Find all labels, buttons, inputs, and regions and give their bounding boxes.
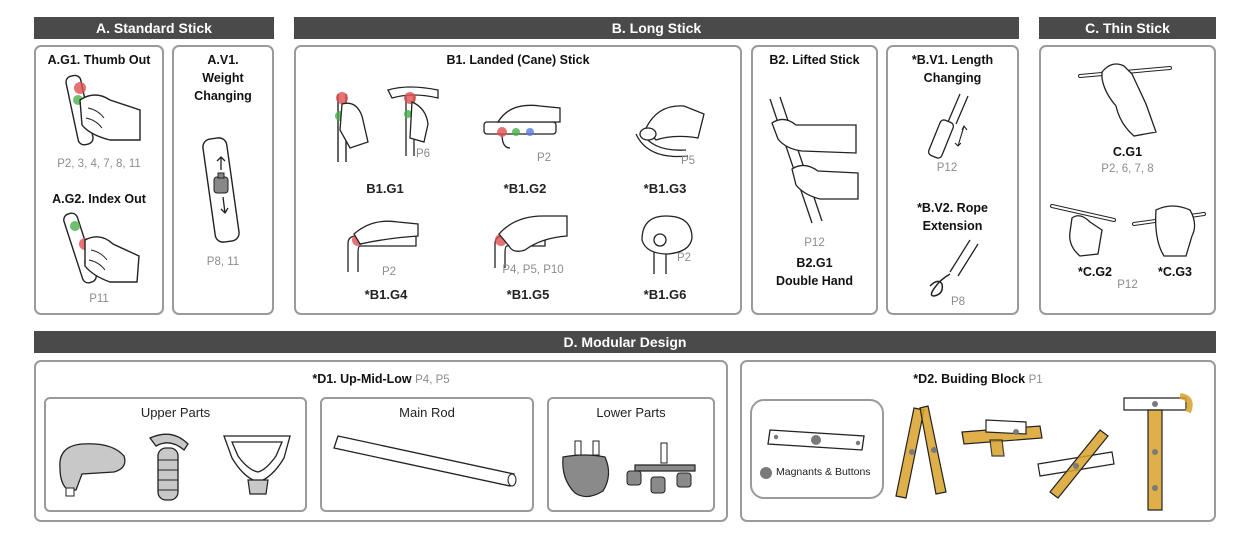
a-v1-title-2: Weight xyxy=(202,71,244,85)
upper-parts-label: Upper Parts xyxy=(140,405,211,420)
b1-g3-participants: P5 xyxy=(680,155,696,167)
main-rod-illustration xyxy=(328,430,528,490)
d1-participants: P4, P5 xyxy=(415,374,450,386)
main-rod-box xyxy=(320,397,534,512)
section-header-a: A. Standard Stick xyxy=(34,17,274,39)
d2-title: *D2. Buiding Block xyxy=(913,372,1026,386)
b2-title: B2. Lifted Stick xyxy=(769,53,860,67)
a-g1-participants: P2, 3, 4, 7, 8, 11 xyxy=(57,158,141,170)
length-changing-stick-illustration xyxy=(920,92,980,162)
round-knob-grip-illustration xyxy=(628,94,708,164)
rope-extension-stick-illustration xyxy=(920,238,980,298)
b1-g1-label: B1.G1 xyxy=(366,181,404,196)
a-g2-participants: P11 xyxy=(89,293,109,305)
panel-b-variations xyxy=(886,45,1019,315)
double-hand-stick-illustration xyxy=(762,95,862,225)
index-out-grasp-illustration xyxy=(55,210,145,288)
thin-stick-pen-grip-illustration xyxy=(1076,58,1176,140)
b1-g6-label: *B1.G6 xyxy=(643,287,687,302)
b-v1-participants: P12 xyxy=(936,162,958,174)
a-v1-participants: P8, 11 xyxy=(206,256,240,268)
c-g2-label: *C.G2 xyxy=(1077,265,1113,279)
b1-g2-label: *B1.G2 xyxy=(503,181,547,196)
b2-participants: P12 xyxy=(804,237,825,249)
b1-p6: P6 xyxy=(415,148,431,160)
fist-knob-grip-illustration xyxy=(632,210,702,276)
b1-g6-participants: P2 xyxy=(676,252,692,264)
b-v2-title-2: Extension xyxy=(922,219,983,233)
b1-g5-label: *B1.G5 xyxy=(506,287,550,302)
c-g1-participants: P2, 6, 7, 8 xyxy=(1101,163,1154,175)
lower-parts-illustration xyxy=(555,435,710,505)
b-v2-title-1: *B.V2. Rope xyxy=(917,201,988,215)
d2-heading: *D2. Buiding Block P1 xyxy=(740,370,1216,389)
weight-changing-stick-illustration xyxy=(195,135,250,245)
b-v1-title-1: *B.V1. Length xyxy=(911,53,994,67)
section-header-c: C. Thin Stick xyxy=(1039,17,1216,39)
thin-stick-fist-grip-illustration xyxy=(1132,200,1207,260)
upper-parts-illustration xyxy=(52,428,302,508)
a-v1-title-3: Changing xyxy=(194,89,252,103)
section-header-b-label: B. Long Stick xyxy=(611,20,702,36)
d1-heading: *D1. Up-Mid-Low P4, P5 xyxy=(34,370,728,389)
pinch-grip-illustration xyxy=(485,210,570,268)
section-header-b: B. Long Stick xyxy=(294,17,1019,39)
cane-grip-illustration xyxy=(335,86,443,164)
b1-title: B1. Landed (Cane) Stick xyxy=(446,53,590,67)
lower-parts-label: Lower Parts xyxy=(596,405,666,420)
a-g2-title: A.G2. Index Out xyxy=(52,192,146,206)
thumb-out-grasp-illustration xyxy=(60,70,145,148)
section-header-d: D. Modular Design xyxy=(34,331,1216,353)
d1-title: *D1. Up-Mid-Low xyxy=(312,372,412,386)
d2-participants: P1 xyxy=(1028,374,1043,386)
main-rod-label: Main Rod xyxy=(399,405,455,420)
a-g1-title: A.G1. Thumb Out xyxy=(47,53,151,67)
panel-b1-landed xyxy=(294,45,742,315)
b-v2-participants: P8 xyxy=(950,296,966,308)
top-palm-grip-illustration xyxy=(338,214,418,272)
horizontal-handle-grip-illustration xyxy=(480,92,560,152)
magnet-legend-box xyxy=(750,399,884,499)
magnet-legend-label: Magnants & Buttons xyxy=(776,466,871,478)
section-header-c-label: C. Thin Stick xyxy=(1085,20,1170,36)
building-block-assemblies-illustration xyxy=(890,392,1210,518)
magnet-dot-icon xyxy=(760,467,772,479)
b1-g4-label: *B1.G4 xyxy=(364,287,408,302)
section-header-d-label: D. Modular Design xyxy=(563,334,687,350)
b1-g4-participants: P2 xyxy=(381,266,397,278)
b1-g2-participants: P2 xyxy=(536,152,552,164)
b2-g1-label-2: Double Hand xyxy=(775,274,854,288)
c-g3-label: *C.G3 xyxy=(1157,265,1193,279)
b1-g3-label: *B1.G3 xyxy=(643,181,687,196)
thin-stick-finger-grip-illustration xyxy=(1050,200,1120,260)
section-header-a-label: A. Standard Stick xyxy=(96,20,212,36)
b1-g5-participants: P4, P5, P10 xyxy=(502,264,564,276)
b2-g1-label-1: B2.G1 xyxy=(796,256,833,270)
c-g23-participants: P12 xyxy=(1117,279,1138,291)
b-v1-title-2: Changing xyxy=(923,71,982,85)
c-g1-label: C.G1 xyxy=(1112,145,1143,159)
building-block-rod-illustration xyxy=(766,420,870,456)
a-v1-title-1: A.V1. xyxy=(207,53,239,67)
